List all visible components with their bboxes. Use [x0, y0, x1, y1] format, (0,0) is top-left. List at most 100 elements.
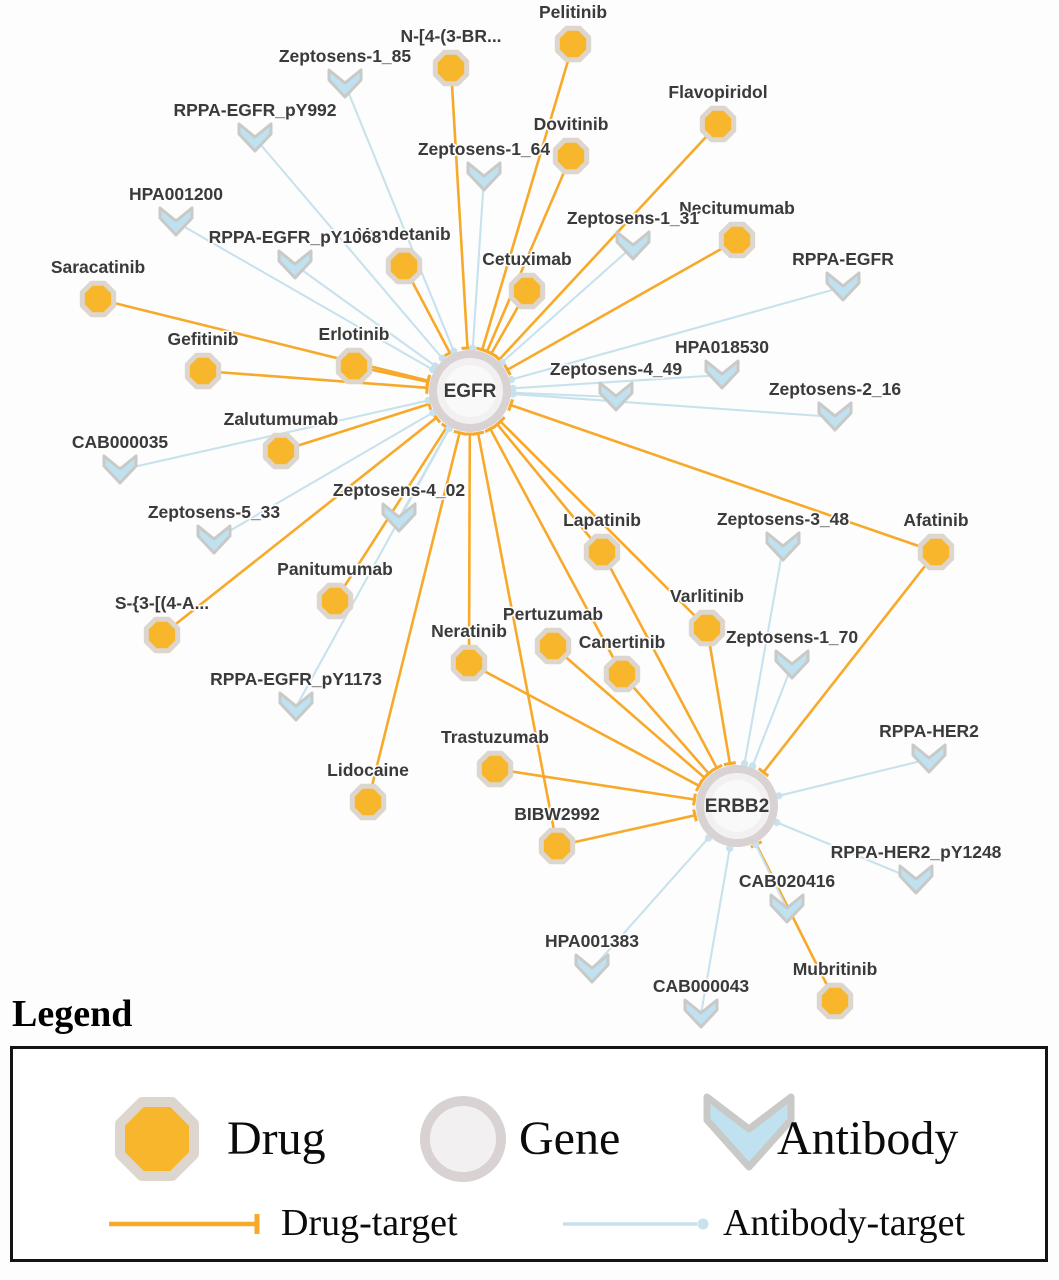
drug-node-zalutumumab[interactable] [262, 432, 300, 470]
drug-node-necitumumab[interactable] [718, 221, 756, 259]
antibody-node-hpa018530[interactable] [704, 359, 740, 390]
drug-node-canertinib[interactable] [603, 655, 641, 693]
antibody-node-rppa-egfr[interactable] [825, 271, 861, 302]
gene-circle-inner [444, 365, 496, 417]
antibody-node-hpa001200[interactable] [158, 206, 194, 237]
antibody-node-cab020416[interactable] [769, 893, 805, 924]
drug-node-saracatinib[interactable] [79, 280, 117, 318]
drug-target-edge [366, 432, 461, 803]
antibody-node-rppa-egfr-py992[interactable] [237, 122, 273, 153]
drug-target-edge [97, 297, 429, 382]
node-label: RPPA-EGFR_pY992 [173, 100, 336, 120]
drug-node-trastuzumab[interactable] [476, 750, 514, 788]
antibody-target-edge [743, 546, 785, 764]
drug-target-tee-arrowhead [757, 767, 770, 778]
drug-octagon [450, 644, 488, 682]
drug-target-edge [621, 673, 710, 775]
node-label: Cetuximab [482, 249, 571, 269]
node-label: S-{3-[(4-A... [115, 593, 209, 613]
node-label: CAB020416 [739, 871, 836, 891]
drug-node-lidocaine[interactable] [349, 783, 387, 821]
antibody-target-edge [751, 664, 793, 767]
antibody-node-rppa-her2-py1248[interactable] [898, 864, 934, 895]
drug-target-tee-arrowhead [453, 429, 466, 436]
drug-node-vandetanib[interactable] [385, 247, 423, 285]
node-label: Canertinib [579, 632, 666, 652]
drug-target-edge [498, 123, 719, 361]
antibody-node-hpa001383[interactable] [574, 953, 610, 984]
drug-node-mubritinib[interactable] [816, 982, 854, 1020]
node-label: Pelitinib [539, 2, 607, 22]
antibody-node-rppa-egfr-py1068[interactable] [277, 249, 313, 280]
node-label: Zalutumumab [224, 409, 339, 429]
drug-node-pertuzumab[interactable] [534, 627, 572, 665]
node-label: CAB000043 [653, 976, 750, 996]
drug-node-erlotinib[interactable] [335, 347, 373, 385]
node-label: HPA001383 [545, 931, 639, 951]
drug-octagon [554, 25, 592, 63]
drug-node-pelitinib[interactable] [554, 25, 592, 63]
antibody-node-rppa-her2[interactable] [911, 743, 947, 774]
drug-target-tee-arrowhead [484, 424, 497, 434]
drug-target-tee-arrowhead [425, 375, 431, 389]
drug-target-tee-arrowhead [471, 430, 485, 436]
drug-node-bibw2992[interactable] [538, 827, 576, 865]
antibody-chevron [683, 998, 719, 1029]
drug-target-edge [705, 627, 732, 764]
antibody-chevron [466, 161, 502, 192]
drug-octagon [508, 272, 546, 310]
antibody-node-zeptosens-1-64[interactable] [466, 161, 502, 192]
drug-node-flavopiridol[interactable] [699, 105, 737, 143]
antibody-target-edge-icon [563, 1218, 709, 1230]
antibody-node-zeptosens-2-16[interactable] [817, 401, 853, 432]
node-label: RPPA-HER2_pY1248 [831, 842, 1002, 862]
node-label: Zeptosens-3_48 [717, 509, 850, 529]
node-label: RPPA-HER2 [879, 721, 979, 741]
antibody-node-zeptosens-5-33[interactable] [196, 524, 232, 555]
antibody-node-cab000035[interactable] [102, 454, 138, 485]
drug-octagon [476, 750, 514, 788]
drug-target-edge [506, 238, 738, 371]
antibody-chevron [196, 524, 232, 555]
drug-node-varlitinib[interactable] [688, 609, 726, 647]
antibody-node-zeptosens-1-70[interactable] [774, 649, 810, 680]
node-label: HPA018530 [675, 337, 769, 357]
drug-node-dovitinib[interactable] [552, 137, 590, 175]
antibody-target-edge [471, 176, 486, 349]
drug-node-neratinib[interactable] [450, 644, 488, 682]
antibody-target-edge [591, 837, 710, 970]
antibody-node-zeptosens-3-48[interactable] [765, 531, 801, 562]
node-label: ERBB2 [705, 796, 769, 817]
drug-octagon [699, 105, 737, 143]
antibody-chevron [278, 691, 314, 722]
antibody-node-zeptosens-4-02[interactable] [381, 502, 417, 533]
drug-node-cetuximab[interactable] [508, 272, 546, 310]
drug-node-afatinib[interactable] [917, 533, 955, 571]
drug-target-edge [494, 767, 695, 801]
node-label: BIBW2992 [514, 804, 600, 824]
antibody-node-cab000043[interactable] [683, 998, 719, 1029]
drug-node-gefitinib[interactable] [184, 352, 222, 390]
antibody-node-zeptosens-1-85[interactable] [327, 68, 363, 99]
gene-node-erbb2[interactable] [696, 765, 778, 847]
drug-target-edge-icon [109, 1214, 260, 1234]
antibody-chevron [598, 381, 634, 412]
antibody-node-zeptosens-4-49[interactable] [598, 381, 634, 412]
antibody-target-edge [501, 245, 634, 364]
antibody-target-edge [512, 393, 836, 419]
gene-node-egfr[interactable] [429, 350, 511, 432]
drug-node-panitumumab[interactable] [316, 582, 354, 620]
antibody-chevron [898, 864, 934, 895]
drug-node-lapatinib[interactable] [583, 533, 621, 571]
antibody-node-zeptosens-1-31[interactable] [615, 230, 651, 261]
legend-antibody-label: Antibody [777, 1112, 959, 1165]
drug-node-n-4-3-br[interactable] [432, 49, 470, 87]
antibody-chevron [769, 893, 805, 924]
drug-target-tee-arrowhead [495, 416, 506, 427]
drug-node-s-3-4-a[interactable] [143, 616, 181, 654]
node-label: Necitumumab [679, 198, 795, 218]
drug-target-edge [510, 403, 937, 554]
antibody-chevron [327, 68, 363, 99]
antibody-node-rppa-egfr-py1173[interactable] [278, 691, 314, 722]
